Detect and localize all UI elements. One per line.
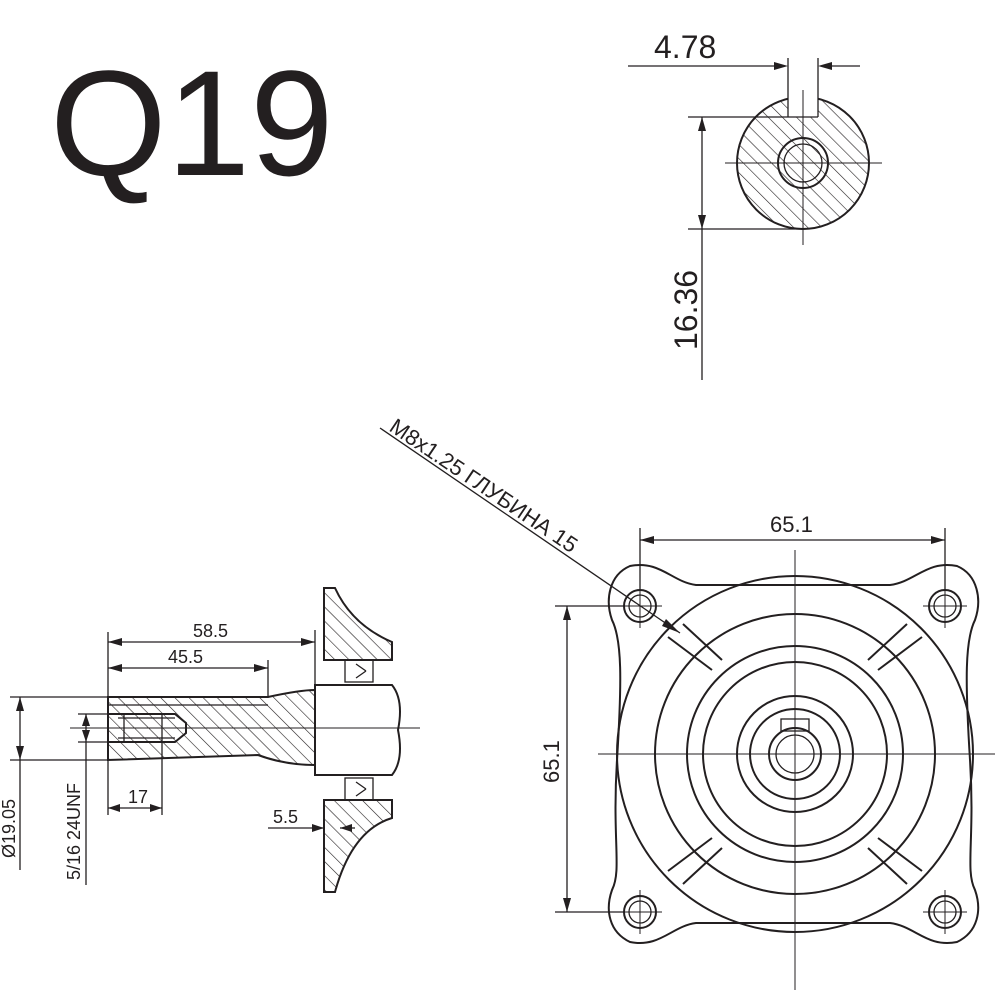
- dim-length-total: 58.5: [193, 621, 228, 641]
- dim-flange-width: 65.1: [770, 512, 813, 537]
- drawing-title: Q19: [50, 39, 334, 207]
- dim-flange-height: 65.1: [539, 740, 564, 783]
- dim-key-width: 4.78: [654, 29, 716, 65]
- mount-thread-label: M8x1.25 ГЛУБИНА 15: [385, 413, 582, 557]
- dim-thread-spec: 5/16 24UNF: [64, 783, 84, 880]
- dim-key-depth: 16.36: [668, 270, 704, 350]
- shaft-cross-section: [628, 58, 882, 380]
- shaft-side-view: [10, 587, 420, 893]
- dim-thread-length: 17: [128, 787, 148, 807]
- flange-front-view: [379, 427, 995, 990]
- dim-offset: 5.5: [273, 807, 298, 827]
- dim-shaft-diameter: Ø19.05: [0, 799, 19, 858]
- dim-length-key: 45.5: [168, 647, 203, 667]
